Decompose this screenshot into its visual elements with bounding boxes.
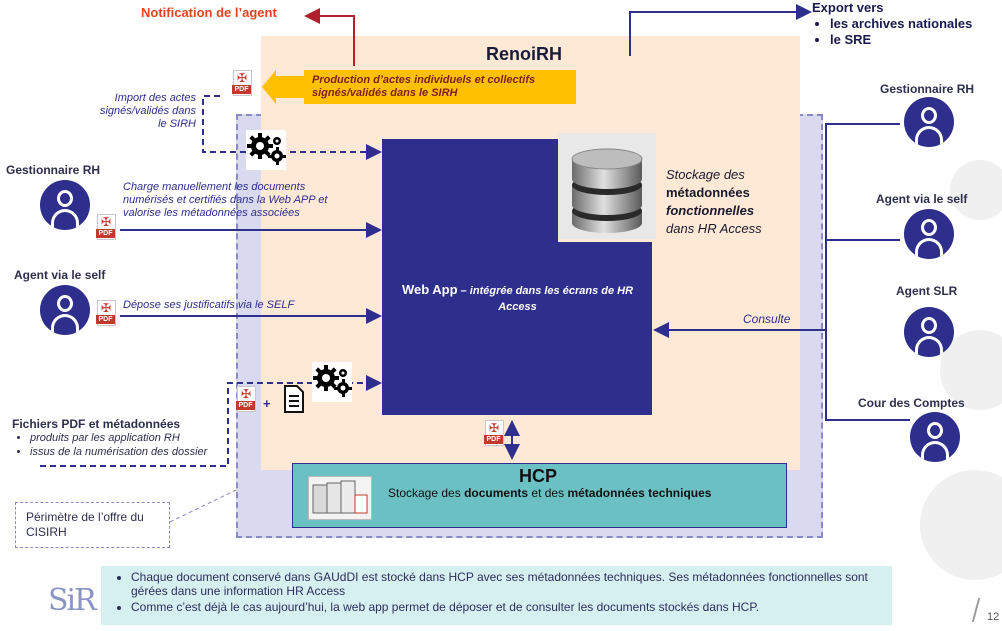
user-avatar-icon [40, 285, 90, 335]
user-avatar-icon [40, 180, 90, 230]
fichiers-item: produits par les application RH [30, 431, 222, 445]
hcp-text-mid: et des [528, 486, 568, 500]
pdf-icon: ✠PDF [96, 300, 116, 326]
pdf-icon: ✠PDF [96, 214, 116, 240]
hcp-title: HCP [519, 466, 558, 486]
export-item: le SRE [830, 32, 972, 48]
renoirh-title: RenoiRH [486, 44, 562, 64]
database-icon [558, 133, 656, 239]
export-item: les archives nationales [830, 16, 972, 32]
production-arrow-body [276, 76, 304, 98]
left-actor-label: Gestionnaire RH [6, 163, 101, 177]
plus-sign: + [263, 396, 271, 411]
stockage-line4: dans HR Access [666, 221, 762, 236]
pdf-icon: ✠PDF [232, 70, 252, 96]
hcp-box [292, 463, 787, 528]
pdf-tag: PDF [232, 85, 251, 94]
webapp-subtitle: – intégrée dans les écrans de HR Access [457, 285, 634, 313]
production-box: Production d’actes individuels et collec… [304, 70, 576, 104]
right-actor-label: Agent SLR [896, 284, 958, 298]
left-actor-label: Agent via le self [14, 268, 106, 282]
cisirh-logo: SiR [48, 583, 97, 618]
pdf-icon: ✠PDF [236, 386, 256, 412]
production-arrow [262, 70, 276, 104]
import-label: Import des actes signés/validés dans le … [99, 92, 196, 130]
webapp-label: Web App – intégrée dans les écrans de HR… [390, 282, 645, 315]
webapp-title: Web App [401, 282, 458, 297]
pdf-icon: ✠PDF [484, 420, 504, 446]
document-list-icon [282, 384, 306, 419]
user-avatar-icon [904, 97, 954, 147]
gears-icon [312, 362, 352, 402]
export-block: Export vers les archives nationales le S… [812, 0, 972, 48]
fichiers-block: Fichiers PDF et métadonnées produits par… [12, 417, 222, 459]
pdf-tag: PDF [484, 435, 503, 444]
stockage-line3: fonctionnelles [666, 203, 755, 218]
right-actor-label: Agent via le self [876, 192, 968, 206]
pdf-tag: PDF [96, 315, 115, 324]
stockage-label: Stockage des métadonnées fonctionnelles … [666, 166, 762, 238]
decor-circle [920, 470, 1002, 580]
stockage-line1: Stockage des [666, 167, 745, 182]
pdf-tag: PDF [96, 229, 115, 238]
user-avatar-icon [904, 209, 954, 259]
user-avatar-icon [910, 412, 960, 462]
right-actor-label: Gestionnaire RH [880, 82, 975, 96]
bottom-note: Chaque document conservé dans GAUdDI est… [131, 570, 892, 598]
hcp-text-pre: Stockage des [388, 486, 465, 500]
consulte-label: Consulte [743, 312, 791, 326]
user-avatar-icon [904, 307, 954, 357]
bottom-note: Comme c’est déjà le cas aujourd’hui, la … [131, 600, 892, 614]
archive-boxes-icon [308, 476, 372, 520]
decor-circle [950, 160, 1002, 220]
hcp-text-metadata: métadonnées techniques [567, 486, 712, 500]
hcp-description: Stockage des documents et des métadonnée… [388, 486, 711, 500]
right-actor-label: Cour des Comptes [858, 396, 965, 410]
pdf-tag: PDF [236, 401, 255, 410]
perimetre-label: Périmètre de l’offre du CISIRH [15, 502, 170, 548]
export-title: Export vers [812, 0, 884, 15]
webapp-block-extension [382, 242, 652, 415]
left-actor-action: Charge manuellement les documents numéri… [123, 181, 328, 219]
gears-icon [246, 130, 286, 170]
hcp-text-documents: documents [464, 486, 529, 500]
fichiers-title: Fichiers PDF et métadonnées [12, 417, 181, 431]
page-number: 12 [987, 611, 1000, 623]
fichiers-item: issus de la numérisation des dossier [30, 445, 222, 459]
bottom-notes: Chaque document conservé dans GAUdDI est… [101, 566, 892, 625]
left-actor-action: Dépose ses justificatifs via le SELF [123, 299, 295, 311]
notification-label: Notification de l’agent [141, 5, 277, 20]
stockage-line2: métadonnées [666, 185, 750, 200]
